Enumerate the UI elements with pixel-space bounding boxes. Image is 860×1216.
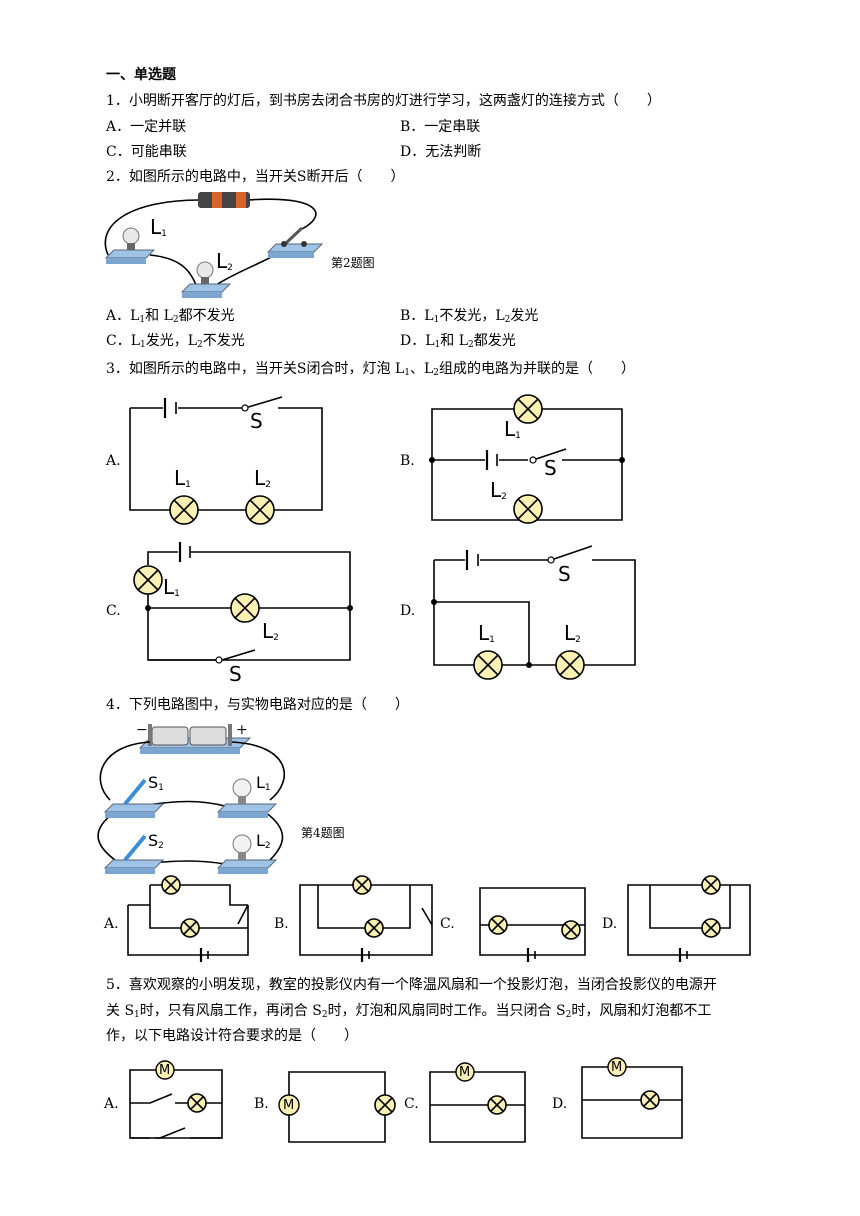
- q4-minus-terminal: −: [136, 722, 148, 738]
- q1-option-d[interactable]: D．无法判断: [400, 144, 482, 160]
- q3b-l2-label: L2: [490, 478, 507, 502]
- q3d-s-label: S: [558, 562, 571, 586]
- q3-circuit-a: [129, 396, 323, 525]
- q5-circuit-b: [278, 1071, 396, 1143]
- q4-l2-label: L2: [256, 831, 271, 851]
- q2-option-b[interactable]: B．L1不发光，L2发光: [400, 308, 539, 325]
- q5-line-2: 关 S1时，只有风扇工作，再闭合 S2时，灯泡和风扇同时工作。当只闭合 S2时，…: [106, 1003, 712, 1020]
- q5a-motor-label: M: [159, 1063, 171, 1078]
- q3d-l1-label: L1: [478, 621, 495, 645]
- q3c-l2-label: L2: [262, 619, 279, 643]
- q2-l2-label: L2: [216, 249, 233, 273]
- q4-figure-caption: 第4题图: [301, 826, 345, 840]
- q4-circuit-a: [127, 875, 249, 962]
- q4-circuit-d: [627, 875, 751, 962]
- q4-circuit-c: [479, 887, 586, 962]
- q3b-l1-label: L1: [504, 417, 521, 441]
- q2-option-c[interactable]: C．L1发光，L2不发光: [106, 333, 245, 350]
- q3-option-b[interactable]: B.: [400, 453, 415, 469]
- q4-s2-label: S2: [148, 831, 164, 851]
- q4-option-a[interactable]: A.: [104, 916, 119, 932]
- q3a-l2-label: L2: [254, 466, 271, 490]
- q5-option-c[interactable]: C.: [404, 1096, 419, 1112]
- q3a-l1-label: L1: [174, 466, 191, 490]
- section-title: 一、单选题: [106, 67, 176, 83]
- q1-option-a[interactable]: A．一定并联: [106, 119, 187, 135]
- q4-l1-label: L1: [256, 773, 271, 793]
- q2-option-a[interactable]: A．L1和 L2都不发光: [106, 308, 235, 325]
- q3-option-c[interactable]: C.: [106, 603, 121, 619]
- q3a-s-label: S: [250, 409, 263, 433]
- q1-stem: 1．小明断开客厅的灯后，到书房去闭合书房的灯进行学习，这两盏灯的连接方式（ ）: [106, 93, 661, 109]
- q4-s1-label: S1: [148, 773, 164, 793]
- q3c-l1-label: L1: [163, 575, 180, 599]
- q5-circuit-c: [429, 1062, 526, 1143]
- q5-circuit-d: [581, 1057, 683, 1139]
- q4-stem: 4．下列电路图中，与实物电路对应的是（ ）: [106, 697, 409, 713]
- q2-stem: 2．如图所示的电路中，当开关S断开后（ ）: [106, 169, 405, 185]
- q3-circuit-b: [429, 394, 625, 524]
- q3-circuit-c: [133, 542, 353, 664]
- q5-option-d[interactable]: D.: [552, 1096, 568, 1112]
- q3c-s-label: S: [229, 662, 242, 686]
- q4-plus-terminal: +: [236, 722, 248, 738]
- q5b-motor-label: M: [283, 1098, 295, 1113]
- q4-option-b[interactable]: B.: [274, 916, 289, 932]
- q3b-s-label: S: [544, 456, 557, 480]
- q5-line-1: 5．喜欢观察的小明发现，教室的投影仪内有一个降温风扇和一个投影灯泡，当闭合投影仪…: [106, 977, 717, 993]
- q3-circuit-d: [431, 545, 636, 680]
- q2-l1-label: L1: [150, 215, 167, 239]
- q3-option-d[interactable]: D.: [400, 603, 416, 619]
- q1-option-b[interactable]: B．一定串联: [400, 119, 481, 135]
- q3-stem: 3．如图所示的电路中，当开关S闭合时，灯泡 L1、L2组成的电路为并联的是（ ）: [106, 361, 636, 378]
- q5d-motor-label: M: [611, 1060, 623, 1075]
- q4-option-d[interactable]: D.: [602, 916, 618, 932]
- q4-circuit-b: [299, 875, 433, 962]
- q5-option-a[interactable]: A.: [104, 1096, 119, 1112]
- q2-figure-caption: 第2题图: [331, 256, 375, 270]
- q2-option-d[interactable]: D．L1和 L2都发光: [400, 333, 516, 350]
- q5-option-b[interactable]: B.: [254, 1096, 269, 1112]
- q3d-l2-label: L2: [564, 621, 581, 645]
- q5c-motor-label: M: [459, 1065, 471, 1080]
- q5-circuit-a: [129, 1060, 223, 1139]
- q5-line-3: 作，以下电路设计符合要求的是（ ）: [106, 1028, 358, 1044]
- q4-option-c[interactable]: C.: [440, 916, 455, 932]
- q1-option-c[interactable]: C．可能串联: [106, 144, 187, 160]
- q3-option-a[interactable]: A.: [106, 453, 121, 469]
